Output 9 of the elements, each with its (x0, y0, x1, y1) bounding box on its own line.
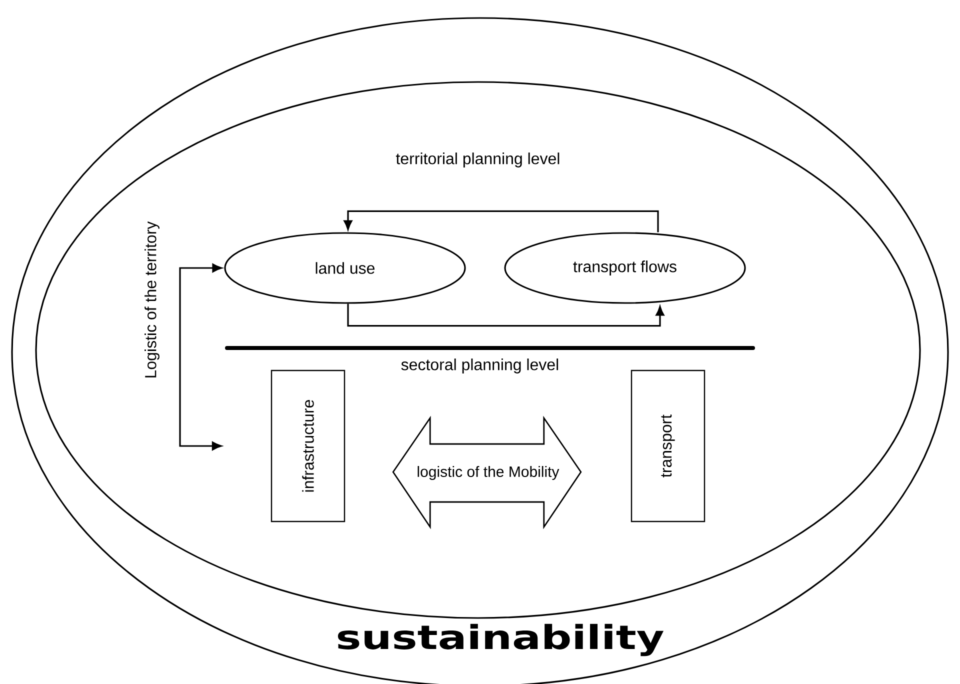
process-box: transport (630, 370, 706, 522)
edge-label: logistic of the Mobility (418, 466, 560, 480)
arrow (179, 264, 222, 450)
arrow (347, 304, 664, 327)
section-label: sectoral planning level (401, 358, 558, 374)
vertical-label: Logistic of the territory (144, 221, 160, 378)
block-arrow (392, 416, 582, 530)
arrow (344, 210, 659, 232)
process-box: infrastructure (270, 370, 346, 522)
